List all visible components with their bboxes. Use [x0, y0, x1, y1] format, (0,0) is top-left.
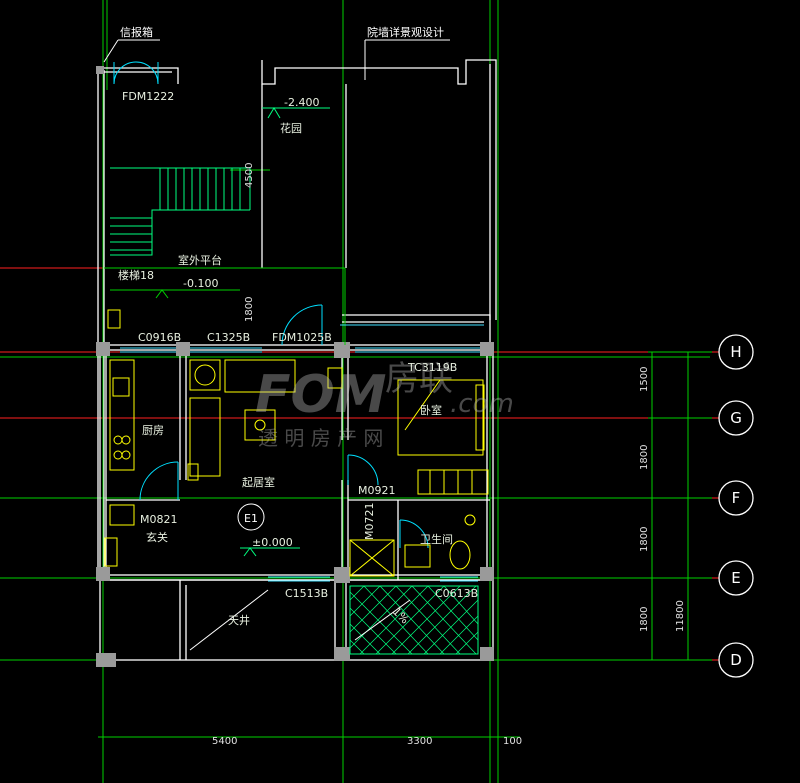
label-kitchen: 厨房	[142, 424, 164, 437]
label-bathroom: 卫生间	[420, 532, 453, 546]
labels: 信报箱 院墙详景观设计 FDM1222 -2.400 花园 4500 室外平台 …	[118, 25, 478, 627]
code-c1513b: C1513B	[285, 587, 328, 600]
axis-label-f: F	[732, 489, 741, 507]
dim-width-edge: 100	[503, 736, 522, 747]
code-fdm1025b: FDM1025B	[272, 331, 332, 344]
label-garden: 花园	[280, 122, 302, 135]
dim-row-f-e: 1800	[639, 527, 650, 552]
furniture	[104, 309, 489, 577]
label-mailbox: 信报箱	[120, 25, 153, 39]
watermark-sub: .com	[450, 389, 514, 419]
walls	[97, 59, 497, 661]
watermark-brand: FOM	[255, 365, 386, 425]
label-light-well: 天井	[228, 613, 250, 627]
dim-row-h-g: 1500	[639, 367, 650, 392]
label-living-room: 起居室	[242, 475, 275, 489]
code-m0921: M0921	[358, 484, 396, 497]
dim-stair-run: 4500	[244, 163, 255, 188]
axis-bubble-d	[718, 642, 754, 678]
label-stair: 楼梯18	[118, 268, 154, 282]
axis-bubbles	[718, 334, 754, 678]
light-well-details	[189, 585, 479, 655]
axis-label-e: E	[731, 569, 740, 587]
dim-row-e-d: 1800	[639, 607, 650, 632]
garden-elevation-marker	[262, 107, 330, 119]
watermark-sub-cn: 透 明 房 产 网	[258, 426, 383, 450]
dim-row-g-f: 1800	[639, 445, 650, 470]
code-fdm1222: FDM1222	[122, 90, 174, 103]
dimension-lines	[102, 351, 712, 765]
code-tc3119b: TC3119B	[407, 361, 457, 374]
stair	[110, 167, 251, 256]
dimension-texts: 5400 3300 100 1500 1800 1800 1800 11800	[212, 367, 686, 747]
axis-label-h: H	[730, 343, 741, 361]
windows	[120, 324, 484, 582]
axis-bubble-e	[718, 560, 754, 596]
code-c1325b: C1325B	[207, 331, 250, 344]
label-outdoor-platform: 室外平台	[178, 253, 222, 267]
annotation-leaders	[103, 39, 450, 80]
axis-label-d: D	[730, 651, 742, 669]
floor-elevation-marker	[240, 547, 300, 557]
label-bedroom: 卧室	[420, 403, 442, 417]
label-room-tag: E1	[244, 512, 258, 525]
watermark-brand-cn: 房联	[385, 359, 453, 399]
door-swings	[113, 61, 429, 549]
elevation-floor: ±0.000	[252, 536, 293, 549]
dim-width-left: 5400	[212, 736, 237, 747]
columns	[96, 66, 494, 667]
watermark: FOM 房联 .com 透 明 房 产 网	[255, 359, 514, 450]
elevation-platform: -0.100	[183, 277, 218, 290]
code-m0821: M0821	[140, 513, 178, 526]
label-entrance: 玄关	[146, 530, 168, 544]
label-title-annotation: 院墙详景观设计	[367, 25, 444, 39]
platform-outline	[104, 267, 346, 345]
code-c0916b: C0916B	[138, 331, 181, 344]
axis-bubble-labels: H G F E D	[730, 343, 742, 669]
axis-bubble-f	[718, 480, 754, 516]
axis-label-g: G	[730, 409, 742, 427]
dim-platform-depth: 1800	[244, 297, 255, 322]
code-c0613b: C0613B	[435, 587, 478, 600]
dim-width-right: 3300	[407, 736, 432, 747]
room-tag-circle	[237, 503, 265, 531]
axis-bubble-g	[718, 400, 754, 436]
dim-total: 11800	[675, 600, 686, 632]
elevation-garden: -2.400	[284, 96, 319, 109]
axis-bubble-h	[718, 334, 754, 370]
code-m0721: M0721	[363, 503, 376, 541]
